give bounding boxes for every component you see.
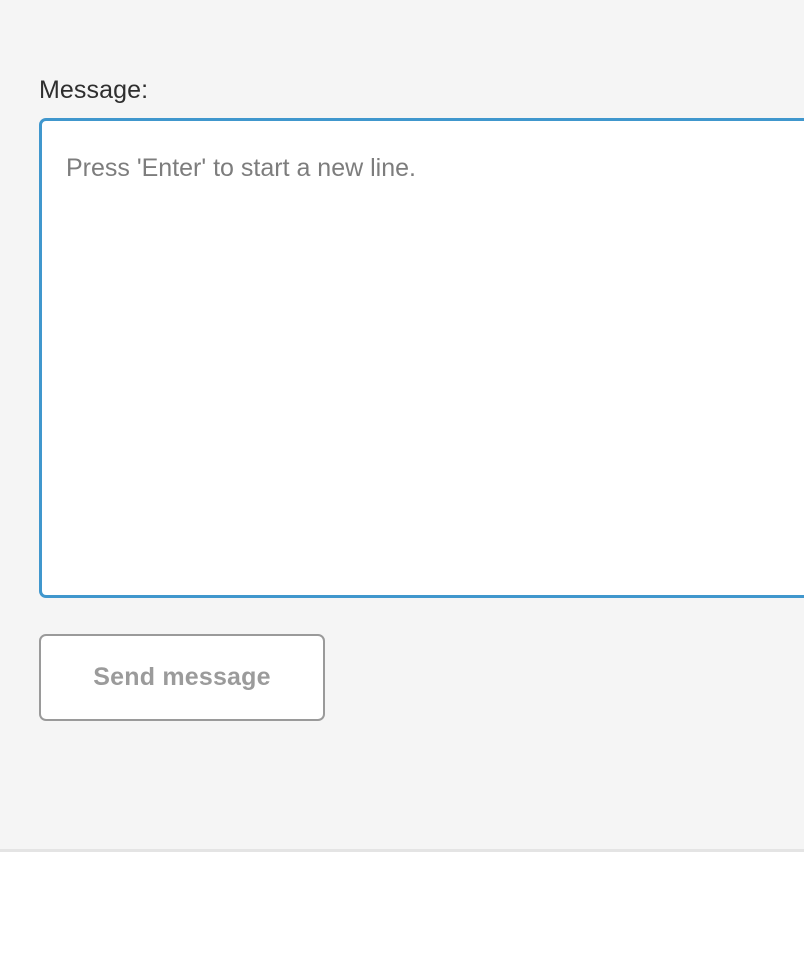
send-message-button[interactable]: Send message	[39, 634, 325, 721]
page-body-below-composer	[0, 852, 804, 980]
panel-divider	[0, 849, 804, 852]
message-input[interactable]	[39, 118, 804, 598]
message-input-wrapper	[39, 118, 804, 598]
message-composer-panel: Message: Send message	[39, 76, 804, 721]
message-field-label: Message:	[39, 76, 149, 104]
